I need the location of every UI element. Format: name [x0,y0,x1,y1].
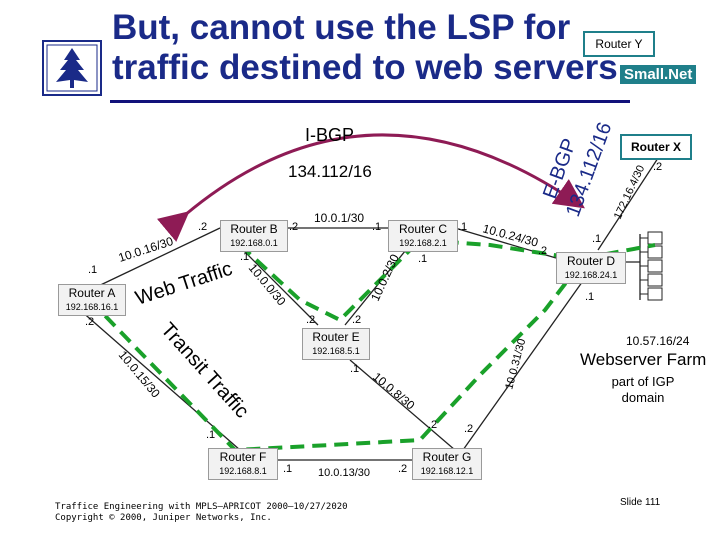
router-c-address: 192.168.2.1 [399,238,447,248]
link-label-c-e: 10.0.2/30 [368,252,402,304]
iface-d-top: .1 [592,233,601,245]
router-b-address: 192.168.0.1 [230,238,278,248]
web-traffic-label: Web Traffic [133,258,235,310]
iface-c-bottom: .1 [418,253,427,265]
ibgp-prefix: 134.112/16 [288,162,372,182]
iface-d-left: .2 [538,245,547,257]
lsp-path [238,237,561,323]
ibgp-prefix-text: 134.112/16 [288,162,372,181]
link-label-b-c: 10.0.1/30 [314,211,364,225]
iface-a-bottom: .2 [85,316,94,328]
webserver-prefix-text: 10.57.16/24 [626,334,690,348]
smallnet-text: Small.Net [624,66,693,83]
link-label-a-f: 10.0.15/30 [116,348,163,401]
iface-e-left: .2 [306,314,315,326]
transit-traffic-label: Transit Traffic [156,319,253,423]
link-b-e [237,244,319,326]
iface-g-top-left: .2 [428,419,437,431]
iface-b-left: .2 [198,221,207,233]
router-y: Router Y [583,31,655,57]
title-line-2: traffic destined to web servers [112,48,618,87]
smallnet-label: Small.Net [620,65,697,84]
router-e-label: Router E [312,330,360,344]
juniper-tree-logo [42,40,102,96]
router-f-address: 192.168.8.1 [219,466,267,476]
router-d-address: 192.168.24.1 [564,270,618,280]
router-b: Router B 192.168.0.1 [220,220,288,252]
iface-a-top: .1 [88,264,97,276]
igp-domain-label: part of IGP domain [598,374,688,406]
router-b-label: Router B [230,222,278,236]
router-e: Router E 192.168.5.1 [302,328,370,360]
webserver-farm-label: Webserver Farm [580,350,706,370]
server-icons [639,231,663,301]
link-label-e-g: 10.0.8/30 [370,370,418,413]
slide-title: But, cannot use the LSP for traffic dest… [112,8,632,88]
iface-e-bottom: .1 [350,363,359,375]
router-x-label: Router X [630,140,681,154]
router-c-label: Router C [398,222,448,236]
iface-b-bottom: .1 [240,251,249,263]
iface-d-bottom: .1 [585,291,594,303]
iface-c-right: .1 [458,221,467,233]
slide-number: Slide 111 [620,497,661,508]
iface-g-top-right: .2 [464,423,473,435]
router-g: Router G 192.168.12.1 [412,448,482,480]
webserver-farm-text: Webserver Farm [580,350,707,369]
footer: Traffice Engineering with MPLS—APRICOT 2… [55,502,348,524]
router-d: Router D 192.168.24.1 [556,252,626,284]
iface-g-left: .2 [398,463,407,475]
link-d-x [597,154,661,251]
router-e-address: 192.168.5.1 [312,346,360,356]
router-d-label: Router D [566,254,616,268]
router-g-address: 192.168.12.1 [420,466,474,476]
iface-f-right: .1 [283,463,292,475]
link-d-g [462,277,586,451]
ibgp-label: I-BGP [305,125,354,146]
router-a-label: Router A [68,286,116,300]
iface-x-bottom: .2 [653,161,662,173]
iface-f-top: .1 [206,429,215,441]
link-e-g [349,359,456,451]
igp-domain-line-2: domain [621,390,665,405]
igp-domain-line-1: part of IGP [611,374,675,389]
footer-line-2: Copyright © 2000, Juniper Networks, Inc. [55,513,272,523]
router-x: Router X [620,134,692,160]
iface-b-right: .2 [289,221,298,233]
router-f-label: Router F [219,450,267,464]
iface-e-top: .2 [352,314,361,326]
webserver-prefix: 10.57.16/24 [626,334,689,348]
link-label-f-g: 10.0.13/30 [318,467,370,479]
link-label-a-b: 10.0.16/30 [117,234,176,265]
router-a: Router A 192.168.16.1 [58,284,126,316]
router-f: Router F 192.168.8.1 [208,448,278,480]
footer-line-1: Traffice Engineering with MPLS—APRICOT 2… [55,502,348,512]
router-c: Router C 192.168.2.1 [388,220,458,252]
link-a-b [89,227,221,291]
router-y-label: Router Y [595,37,643,51]
router-a-address: 192.168.16.1 [65,302,119,312]
router-g-label: Router G [422,450,472,464]
title-underline [110,100,630,103]
ibgp-text: I-BGP [305,125,355,145]
link-label-d-x: 172.16.4/30 [612,164,647,222]
title-line-1: But, cannot use the LSP for [112,8,571,47]
iface-c-left: .1 [372,221,381,233]
ibgp-arrow [156,133,585,242]
